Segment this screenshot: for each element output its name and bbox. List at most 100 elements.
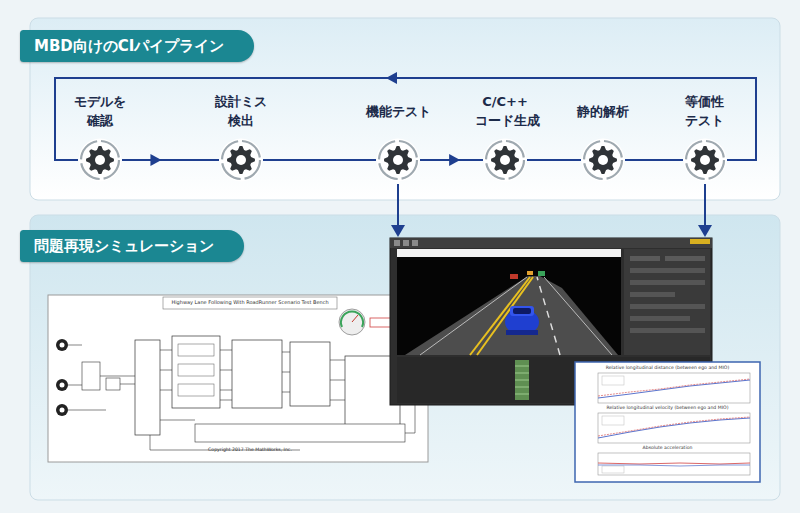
down-arrow xyxy=(704,184,706,226)
section-tab: MBD向けのCIパイプライン xyxy=(20,30,254,62)
gear-ground xyxy=(220,139,263,182)
flow-connector xyxy=(527,160,581,161)
gear-hole xyxy=(95,155,105,165)
gear-ground xyxy=(684,139,727,182)
cycle-ring xyxy=(222,141,260,179)
pipeline-step: 機能テスト xyxy=(376,138,420,182)
flow-connector xyxy=(420,154,483,166)
simulation-screenshot xyxy=(624,249,710,355)
simulation-screenshot xyxy=(527,271,533,275)
step-label: 設計ミス 検出 xyxy=(211,93,271,131)
screenshot-text: Copyright 2017 The MathWorks, Inc. xyxy=(170,447,330,453)
simulink-screenshot xyxy=(60,343,65,348)
simulation-screenshot xyxy=(630,256,660,261)
section-panel: MBD向けのCIパイプラインモデルを 確認設計ミス 検出機能テストC/C++ コ… xyxy=(30,18,780,200)
simulink-screenshot xyxy=(82,362,100,390)
gear-icon xyxy=(683,138,727,182)
step-label: C/C++ コード生成 xyxy=(475,93,535,131)
step-label-box: 等価性 テスト xyxy=(645,91,765,133)
plot-screenshot xyxy=(598,380,750,398)
screenshot-text-box: Relative longitudinal distance (between … xyxy=(580,365,755,371)
gear-hole xyxy=(393,155,403,165)
plot-screenshot xyxy=(598,379,750,396)
gear-ground xyxy=(582,139,625,182)
cycle-ring xyxy=(686,141,724,179)
simulink-screenshot xyxy=(339,309,365,335)
simulation-screenshot xyxy=(630,304,705,309)
flow-connector xyxy=(122,154,219,166)
simulink-screenshot xyxy=(48,295,428,462)
plot-screenshot xyxy=(598,413,750,443)
flow-connector xyxy=(625,160,683,161)
screenshot-text-box: Absolute acceleration xyxy=(580,445,755,451)
simulink-screenshot xyxy=(352,315,358,322)
simulink-screenshot xyxy=(282,352,290,392)
pipeline-step: C/C++ コード生成 xyxy=(483,138,527,182)
plot-screenshot xyxy=(598,453,750,475)
pipeline-step: 静的解析 xyxy=(581,138,625,182)
screenshot-text: Relative longitudinal velocity (between … xyxy=(580,405,755,411)
plot-screenshot xyxy=(575,362,760,482)
simulink-screenshot xyxy=(172,336,220,408)
gear-hole xyxy=(500,155,510,165)
screenshot-text-box: Copyright 2017 The MathWorks, Inc. xyxy=(170,447,330,453)
simulink-screenshot xyxy=(341,311,363,327)
gear-icon xyxy=(78,138,122,182)
simulink-screenshot xyxy=(160,350,195,420)
cycle-ring xyxy=(81,141,119,179)
simulation-screenshot xyxy=(506,330,538,335)
gear-icon xyxy=(581,138,625,182)
step-label-box: モデルを 確認 xyxy=(40,91,160,133)
simulation-screenshot xyxy=(515,360,529,400)
pipeline-step: モデルを 確認 xyxy=(78,138,122,182)
plot-screenshot xyxy=(598,463,750,464)
gear-icon xyxy=(219,138,263,182)
simulation-screenshot xyxy=(397,249,621,257)
gear-shape xyxy=(491,146,519,174)
simulink-screenshot xyxy=(178,344,214,356)
simulation-screenshot xyxy=(390,238,712,248)
arrow-head xyxy=(449,154,460,166)
plot-screenshot xyxy=(598,417,750,436)
down-arrow xyxy=(391,184,712,237)
cycle-ring xyxy=(379,141,417,179)
simulation-screenshot xyxy=(515,366,529,394)
simulink-screenshot xyxy=(56,379,68,391)
simulation-screenshot xyxy=(538,271,545,276)
simulation-screenshot xyxy=(544,277,612,355)
plot-screenshot xyxy=(602,466,624,473)
step-label-box: 機能テスト xyxy=(338,91,458,133)
pipeline-step: 等価性 テスト xyxy=(683,138,727,182)
simulink-screenshot xyxy=(178,384,214,396)
gear-ground xyxy=(79,139,122,182)
plot-screenshot xyxy=(575,362,760,482)
simulink-screenshot xyxy=(195,424,405,442)
gear-shape xyxy=(86,146,114,174)
down-arrow xyxy=(391,225,405,237)
section-panel: 問題再現シミュレーション xyxy=(30,215,780,500)
simulation-screenshot xyxy=(513,308,531,314)
simulink-screenshot xyxy=(178,364,214,376)
simulink-screenshot xyxy=(163,297,337,309)
simulation-screenshot xyxy=(665,256,705,261)
simulation-screenshot xyxy=(630,268,705,273)
section-tab: 問題再現シミュレーション xyxy=(20,230,244,262)
simulink-screenshot xyxy=(60,383,65,388)
plot-screenshot xyxy=(598,418,750,438)
down-arrow xyxy=(397,184,399,226)
simulink-screenshot xyxy=(290,342,330,406)
arrow-head xyxy=(386,72,397,84)
gear-hole xyxy=(598,155,608,165)
screenshot-text: Highway Lane Following With RoadRunner S… xyxy=(163,299,337,305)
pipeline-step: 設計ミス 検出 xyxy=(219,138,263,182)
plot-screenshot xyxy=(598,465,750,466)
gear-hole xyxy=(700,155,710,165)
step-label: 静的解析 xyxy=(577,103,629,122)
simulink-screenshot xyxy=(106,378,120,390)
step-label-box: 静的解析 xyxy=(543,91,663,133)
gear-icon xyxy=(376,138,420,182)
connector-line xyxy=(263,159,376,161)
connector-line xyxy=(122,159,219,161)
gear-hole xyxy=(236,155,246,165)
simulation-screenshot xyxy=(397,257,621,355)
